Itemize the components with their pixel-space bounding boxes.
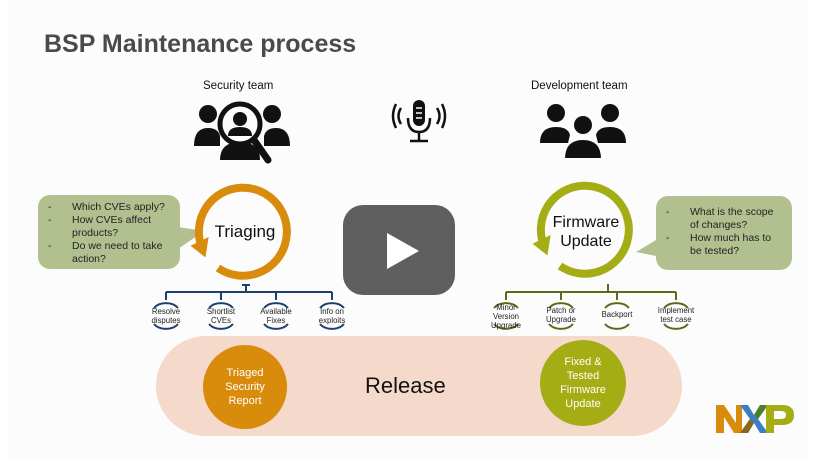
output-line: Tested <box>566 370 600 382</box>
bubble-item: How much has to be tested? <box>666 232 784 258</box>
substep-line: exploits <box>318 316 346 325</box>
substep-line: Backport <box>601 310 633 319</box>
firmware-cycle-arrow-icon <box>532 181 633 278</box>
substep-patch-or-upgrade: Patch or Upgrade <box>536 306 586 324</box>
triaging-cycle-arrow-icon <box>190 183 291 280</box>
substep-implement-test-case: Implement test case <box>651 306 701 324</box>
nxp-logo <box>716 405 794 433</box>
triaging-label: Triaging <box>214 222 276 241</box>
development-team-label: Development team <box>531 80 628 92</box>
security-team-label: Security team <box>203 80 274 92</box>
substep-line: Upgrade <box>546 315 576 324</box>
substep-minor-version-upgrade: Minor Version Upgrade <box>481 303 531 330</box>
output-line: Fixed & <box>564 356 602 368</box>
substep-line: Fixes <box>266 316 286 325</box>
output-line: Firmware <box>560 384 606 396</box>
output-line: Report <box>228 395 262 407</box>
substep-line: Info on <box>320 307 344 316</box>
substep-backport: Backport <box>592 310 642 319</box>
slide-title: BSP Maintenance process <box>44 30 357 58</box>
microphone-icon <box>391 100 447 143</box>
substep-line: disputes <box>151 316 181 325</box>
substep-available-fixes: Available Fixes <box>251 307 301 325</box>
team-search-icon <box>194 101 290 164</box>
triaged-security-report-circle: Triaged Security Report <box>203 345 287 429</box>
substep-shortlist-cves: Shortlist CVEs <box>196 307 246 325</box>
substep-line: Minor <box>496 303 516 312</box>
substep-info-on-exploits: Info on exploits <box>307 307 357 325</box>
slide: BSP Maintenance process Security team De… <box>8 0 808 460</box>
bubble-item: How CVEs affect products? <box>48 214 172 240</box>
substep-line: Implement <box>657 306 695 315</box>
cycle-label-line: Firmware <box>552 214 620 231</box>
substep-line: Shortlist <box>206 307 236 316</box>
substep-line: Available <box>260 307 292 316</box>
substep-line: CVEs <box>211 316 231 325</box>
substep-line: Resolve <box>151 307 181 316</box>
fixed-tested-firmware-update-circle: Fixed & Tested Firmware Update <box>540 340 626 426</box>
substep-line: Patch or <box>546 306 576 315</box>
security-questions-bubble: Which CVEs apply? How CVEs affect produc… <box>38 195 180 269</box>
output-line: Security <box>225 381 265 393</box>
development-questions-bubble: What is the scope of changes? How much h… <box>656 196 792 270</box>
substep-line: Version <box>492 312 519 321</box>
video-play-button[interactable] <box>343 205 455 295</box>
output-line: Triaged <box>226 367 264 379</box>
substep-line: test case <box>660 315 692 324</box>
output-line: Update <box>565 398 601 410</box>
firmware-substeps-tree <box>493 284 689 330</box>
substep-line: Upgrade <box>491 321 521 330</box>
firmware-update-label: Firmware Update <box>541 213 631 251</box>
triaging-substeps-tree <box>153 284 345 330</box>
team-icon <box>540 104 626 160</box>
substep-resolve-disputes: Resolve disputes <box>141 307 191 325</box>
play-icon <box>387 233 419 269</box>
bubble-item: Do we need to take action? <box>48 240 172 266</box>
release-label: Release <box>365 373 446 398</box>
cycle-label-line: Update <box>560 233 612 250</box>
bubble-item: What is the scope of changes? <box>666 206 784 232</box>
bubble-item: Which CVEs apply? <box>48 201 172 214</box>
